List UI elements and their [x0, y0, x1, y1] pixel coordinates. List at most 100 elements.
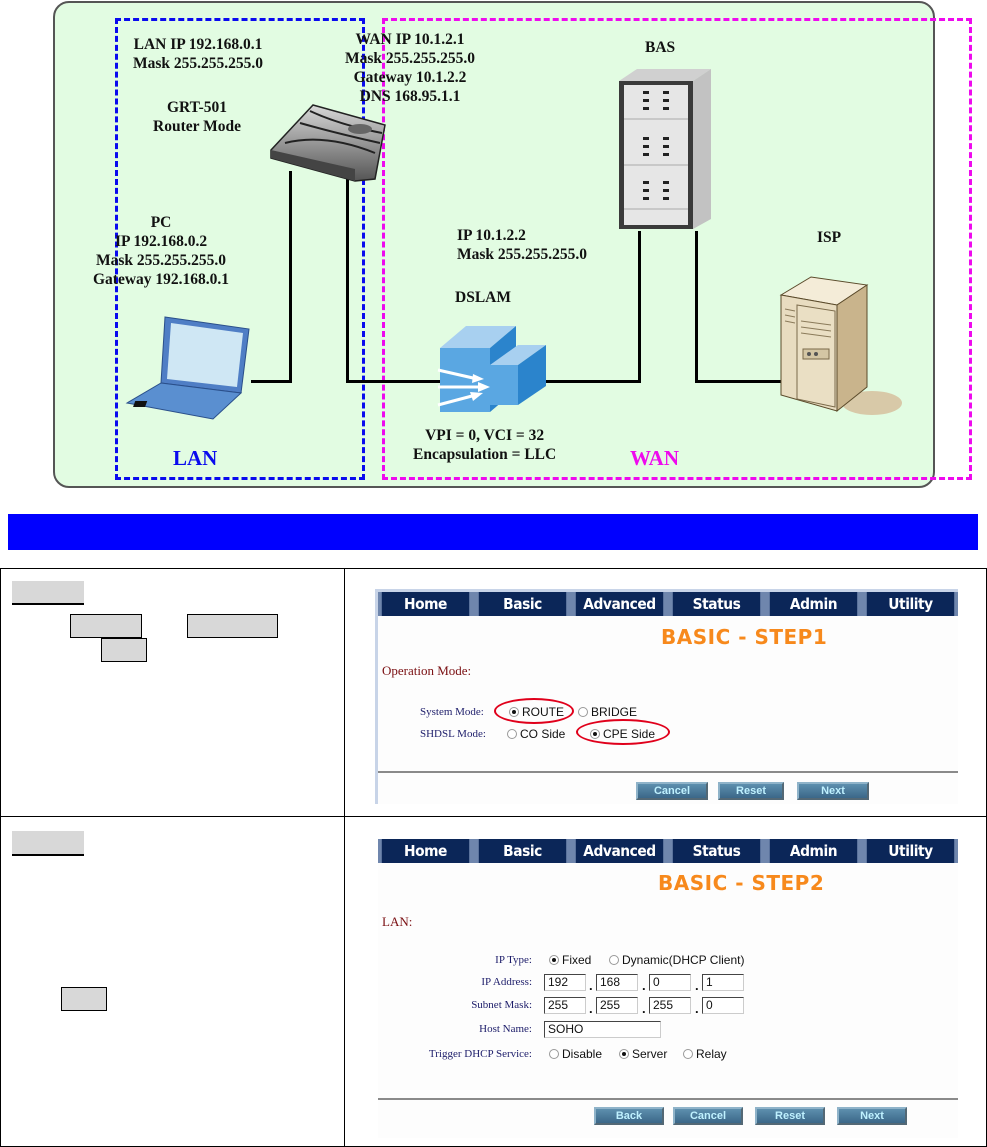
bridge-text: BRIDGE	[591, 705, 638, 719]
system-mode-bridge[interactable]: BRIDGE	[578, 705, 637, 719]
lan-mask-text: Mask 255.255.255.0	[133, 55, 264, 72]
wire-dslam-bas	[638, 231, 641, 383]
step1-reset-button[interactable]: Reset	[718, 782, 784, 800]
radio-relay[interactable]	[683, 1049, 693, 1059]
nav-utility[interactable]: Utility	[866, 839, 955, 863]
dhcp-label: Trigger DHCP Service:	[428, 1048, 532, 1060]
wan-info: WAN IP 10.1.2.1 Mask 255.255.255.0 Gatew…	[345, 30, 475, 106]
nav-bar: Home Basic Advanced Status Admin Utility	[378, 592, 958, 616]
bas-server-icon	[619, 69, 711, 229]
fixed-text: Fixed	[562, 953, 592, 967]
radio-bridge[interactable]	[578, 707, 588, 717]
vpi-vci-text: VPI = 0, VCI = 32	[425, 427, 545, 444]
system-mode-label: System Mode:	[420, 706, 484, 718]
ip-type-fixed[interactable]: Fixed	[549, 953, 591, 967]
wire-dslam-bas-h	[535, 380, 641, 383]
mask-octet-4[interactable]: 0	[702, 997, 744, 1014]
mask-dot: .	[589, 1001, 593, 1016]
highlight-route	[494, 698, 574, 724]
step1-ref-route	[70, 614, 142, 638]
pc-ip-text: IP 192.168.0.2	[114, 233, 208, 250]
radio-disable[interactable]	[549, 1049, 559, 1059]
step1-screenshot-cell: Home Basic Advanced Status Admin Utility…	[345, 569, 986, 816]
nav-basic[interactable]: Basic	[478, 839, 567, 863]
router-mode-text: Router Mode	[153, 118, 241, 135]
network-diagram: LAN IP 192.168.0.1 Mask 255.255.255.0 GR…	[53, 1, 972, 488]
wan-dns-text: DNS 168.95.1.1	[359, 88, 461, 105]
dslam-params: VPI = 0, VCI = 32 Encapsulation = LLC	[413, 426, 556, 464]
wire-router-dslam	[346, 175, 349, 383]
wire-router-pc-h	[251, 380, 292, 383]
ip-dot: .	[695, 978, 699, 993]
pc-mask-text: Mask 255.255.255.0	[96, 252, 227, 269]
step1-router-ui: Home Basic Advanced Status Admin Utility…	[375, 589, 958, 804]
step1-cancel-button[interactable]: Cancel	[636, 782, 708, 800]
ip-octet-3[interactable]: 0	[649, 974, 691, 991]
relay-text: Relay	[696, 1047, 727, 1061]
ip-octet-4[interactable]: 1	[702, 974, 744, 991]
laptop-icon	[125, 316, 250, 420]
shdsl-mode-co-side[interactable]: CO Side	[507, 727, 565, 741]
nav-home[interactable]: Home	[381, 839, 470, 863]
nav-home[interactable]: Home	[381, 592, 470, 616]
nav-utility[interactable]: Utility	[866, 592, 955, 616]
nav-status[interactable]: Status	[672, 839, 761, 863]
router-name: GRT-501 Router Mode	[153, 98, 241, 136]
nav-status[interactable]: Status	[672, 592, 761, 616]
wire-router-pc	[289, 171, 292, 383]
dhcp-disable[interactable]: Disable	[549, 1047, 602, 1061]
host-name-input[interactable]: SOHO	[544, 1021, 661, 1038]
mask-dot: .	[642, 1001, 646, 1016]
nav-admin[interactable]: Admin	[769, 592, 858, 616]
mask-octet-2[interactable]: 255	[596, 997, 638, 1014]
server-text: Server	[632, 1047, 668, 1061]
radio-dynamic[interactable]	[609, 955, 619, 965]
lan-zone	[115, 18, 365, 480]
mask-octet-3[interactable]: 255	[649, 997, 691, 1014]
ip-type-dynamic[interactable]: Dynamic(DHCP Client)	[609, 953, 744, 967]
dhcp-relay[interactable]: Relay	[683, 1047, 727, 1061]
step2-row: Home Basic Advanced Status Admin Utility…	[1, 817, 986, 1146]
ip-octet-2[interactable]: 168	[596, 974, 638, 991]
router-icon	[270, 104, 386, 182]
step1-ref-next	[101, 638, 147, 662]
ip-octet-1[interactable]: 192	[544, 974, 586, 991]
ip-dot: .	[642, 978, 646, 993]
radio-server[interactable]	[619, 1049, 629, 1059]
step2-back-button[interactable]: Back	[594, 1107, 664, 1125]
step1-ref-cpe-side	[187, 614, 278, 638]
ip-address-label: IP Address:	[481, 976, 532, 988]
isp-server-icon	[779, 276, 902, 415]
mask-octet-1[interactable]: 255	[544, 997, 586, 1014]
wan-zone	[382, 18, 972, 480]
host-name-label: Host Name:	[479, 1023, 532, 1035]
radio-fixed[interactable]	[549, 955, 559, 965]
dslam-ip-text: IP 10.1.2.2	[457, 227, 526, 244]
mask-dot: .	[695, 1001, 699, 1016]
step2-next-button[interactable]: Next	[837, 1107, 907, 1125]
step1-row: Home Basic Advanced Status Admin Utility…	[1, 569, 986, 817]
step2-ref-next	[61, 987, 107, 1011]
pc-gateway-text: Gateway 192.168.0.1	[93, 271, 230, 288]
dhcp-server[interactable]: Server	[619, 1047, 667, 1061]
step2-tag	[12, 831, 84, 856]
dslam-label: DSLAM	[455, 289, 511, 306]
nav-basic[interactable]: Basic	[478, 592, 567, 616]
isp-label: ISP	[817, 229, 842, 246]
step1-title: BASIC - STEP1	[661, 625, 828, 649]
nav-advanced[interactable]: Advanced	[575, 839, 664, 863]
ip-dot: .	[589, 978, 593, 993]
lan-zone-label: LAN	[173, 446, 218, 470]
subnet-mask-label: Subnet Mask:	[471, 999, 532, 1011]
radio-co-side[interactable]	[507, 729, 517, 739]
nav-admin[interactable]: Admin	[769, 839, 858, 863]
wan-zone-label: WAN	[630, 446, 680, 470]
dynamic-text: Dynamic(DHCP Client)	[622, 953, 745, 967]
ip-type-label: IP Type:	[495, 954, 532, 966]
step2-cancel-button[interactable]: Cancel	[673, 1107, 743, 1125]
step1-next-button[interactable]: Next	[797, 782, 869, 800]
nav-advanced[interactable]: Advanced	[575, 592, 664, 616]
step2-reset-button[interactable]: Reset	[755, 1107, 825, 1125]
lan-section-label: LAN:	[382, 914, 413, 929]
nav-bar: Home Basic Advanced Status Admin Utility	[378, 839, 958, 863]
